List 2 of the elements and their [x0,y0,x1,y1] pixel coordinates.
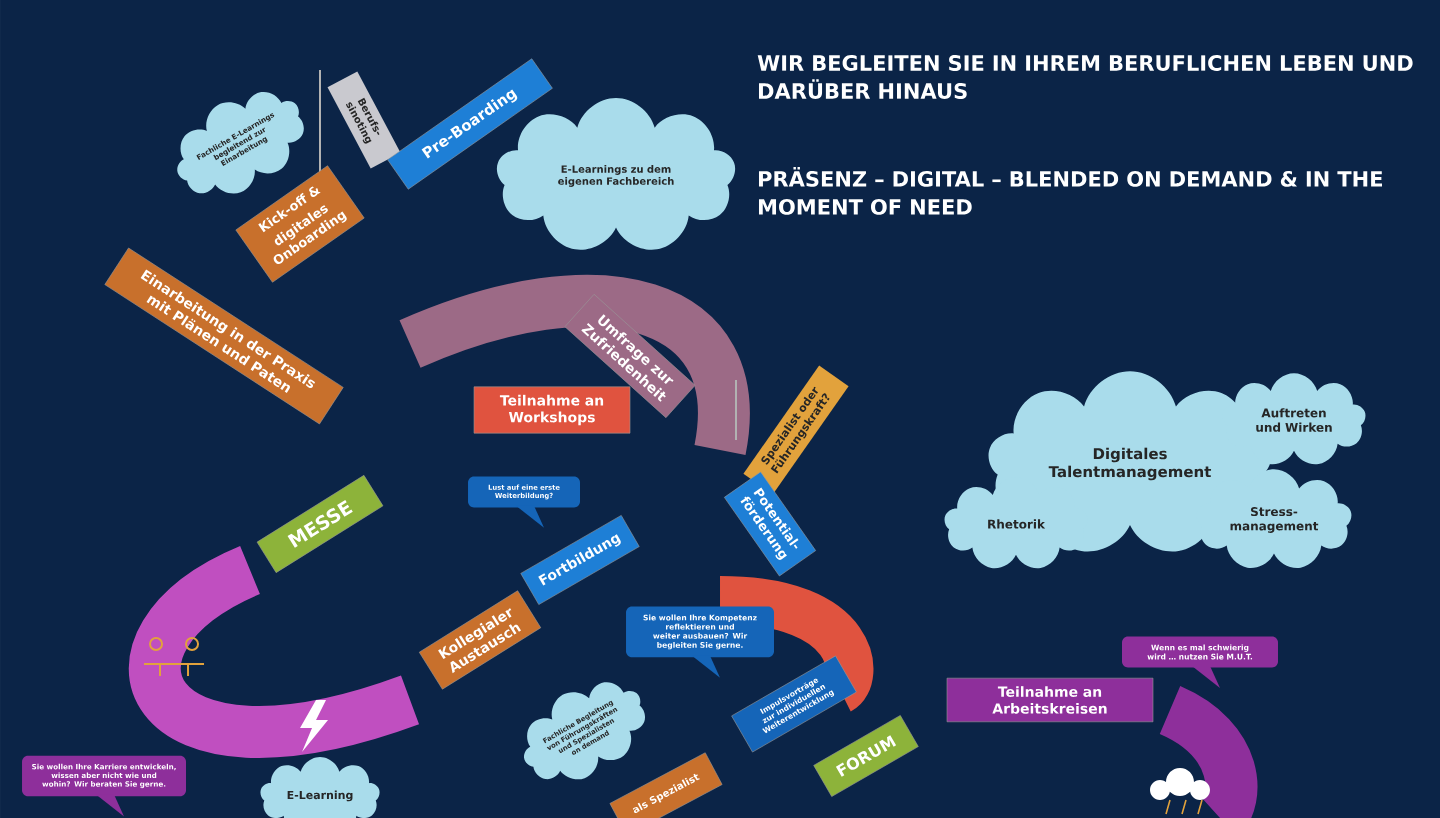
heading: WIR BEGLEITEN SIE IN IHREM BERUFLICHEN LEBEN UND DARÜBER HINAUS [757,55,1413,99]
subheading: PRÄSENZ – DIGITAL – BLENDED ON DEMAND & IN THE MOMENT OF NEED [759,167,1382,215]
